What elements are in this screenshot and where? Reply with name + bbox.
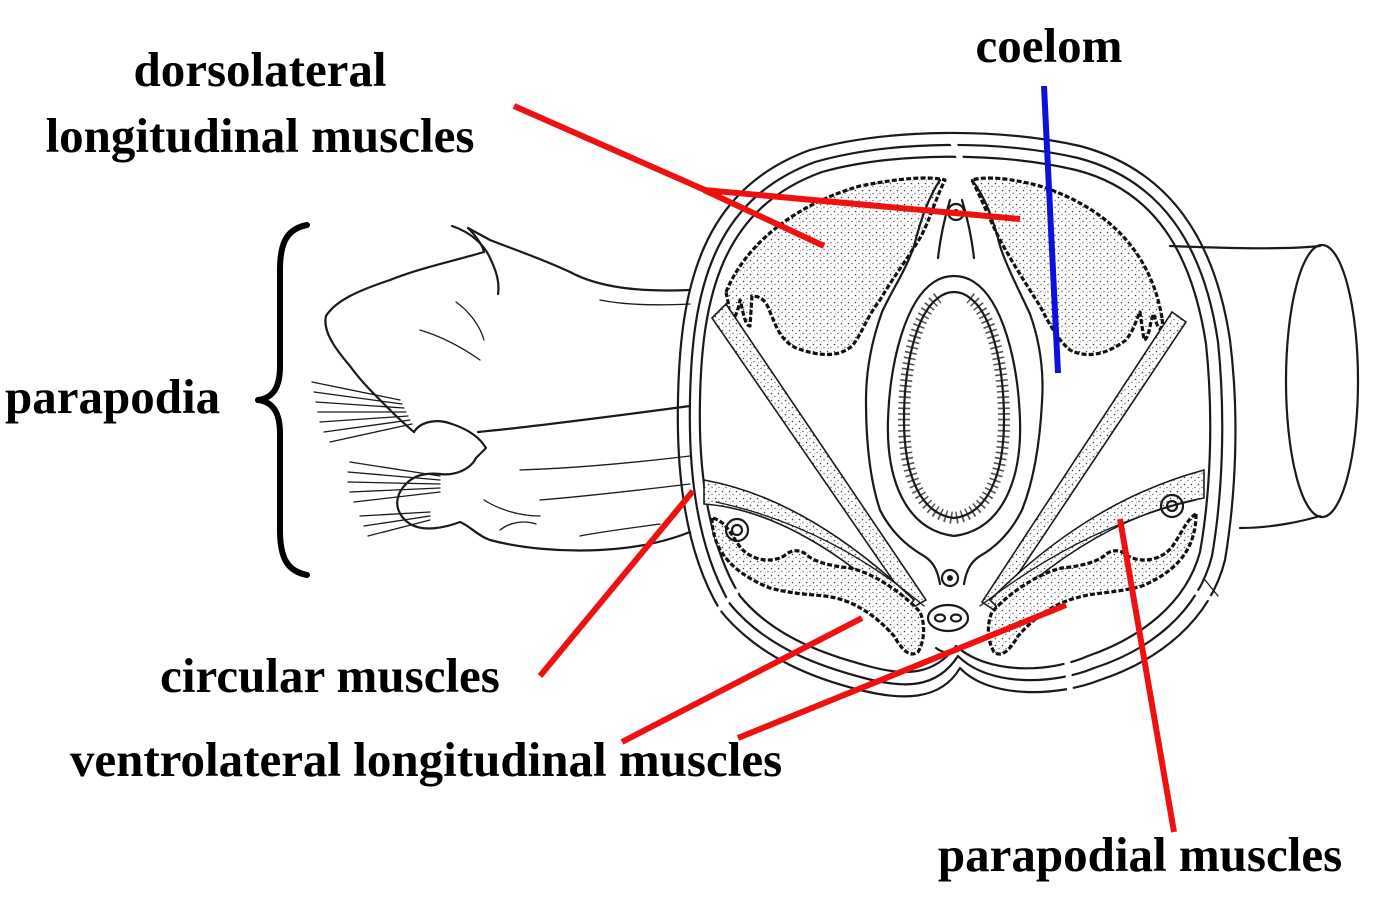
label-coelom: coelom [976, 18, 1123, 73]
oblique-muscle-right [980, 310, 1188, 612]
leader-circular [537, 489, 696, 678]
chaetae-bundle-upper [311, 381, 413, 443]
dorsolateral-muscle-mass-right [970, 176, 1164, 356]
ventrolateral-muscle-right [986, 512, 1198, 656]
ventrolateral-muscle-left [710, 516, 926, 656]
chaetae-bundle-lower [347, 461, 441, 537]
leader-ventrolateral-right [736, 602, 1068, 741]
label-circular-muscles: circular muscles [160, 648, 500, 703]
label-ventrolateral-muscles: ventrolateral longitudinal muscles [70, 732, 782, 787]
leader-dorsolateral-branch-a [702, 187, 826, 249]
parapodia-brace [255, 222, 310, 578]
leader-lines [512, 85, 1177, 833]
labels: dorsolateral longitudinal muscles coelom… [5, 18, 1342, 882]
lateral-vessels [724, 493, 1185, 543]
leader-dorsolateral-branch-b [703, 187, 1021, 222]
dorsolateral-muscle-mass [724, 176, 947, 357]
label-parapodial-muscles: parapodial muscles [938, 827, 1342, 882]
oblique-muscle-left [710, 302, 928, 610]
label-dorsolateral-line1: dorsolateral [133, 42, 386, 97]
body-segment-drawing [1168, 243, 1360, 597]
leader-dorsolateral [512, 103, 716, 197]
cross-section-wall [676, 131, 1237, 698]
label-parapodia: parapodia [5, 369, 220, 424]
left-parapodium-drawing [311, 224, 692, 552]
label-dorsolateral-line2: longitudinal muscles [46, 108, 475, 163]
leader-ventrolateral-left [620, 615, 864, 745]
leader-coelom [1041, 85, 1061, 374]
leader-parapodial [1117, 518, 1177, 833]
